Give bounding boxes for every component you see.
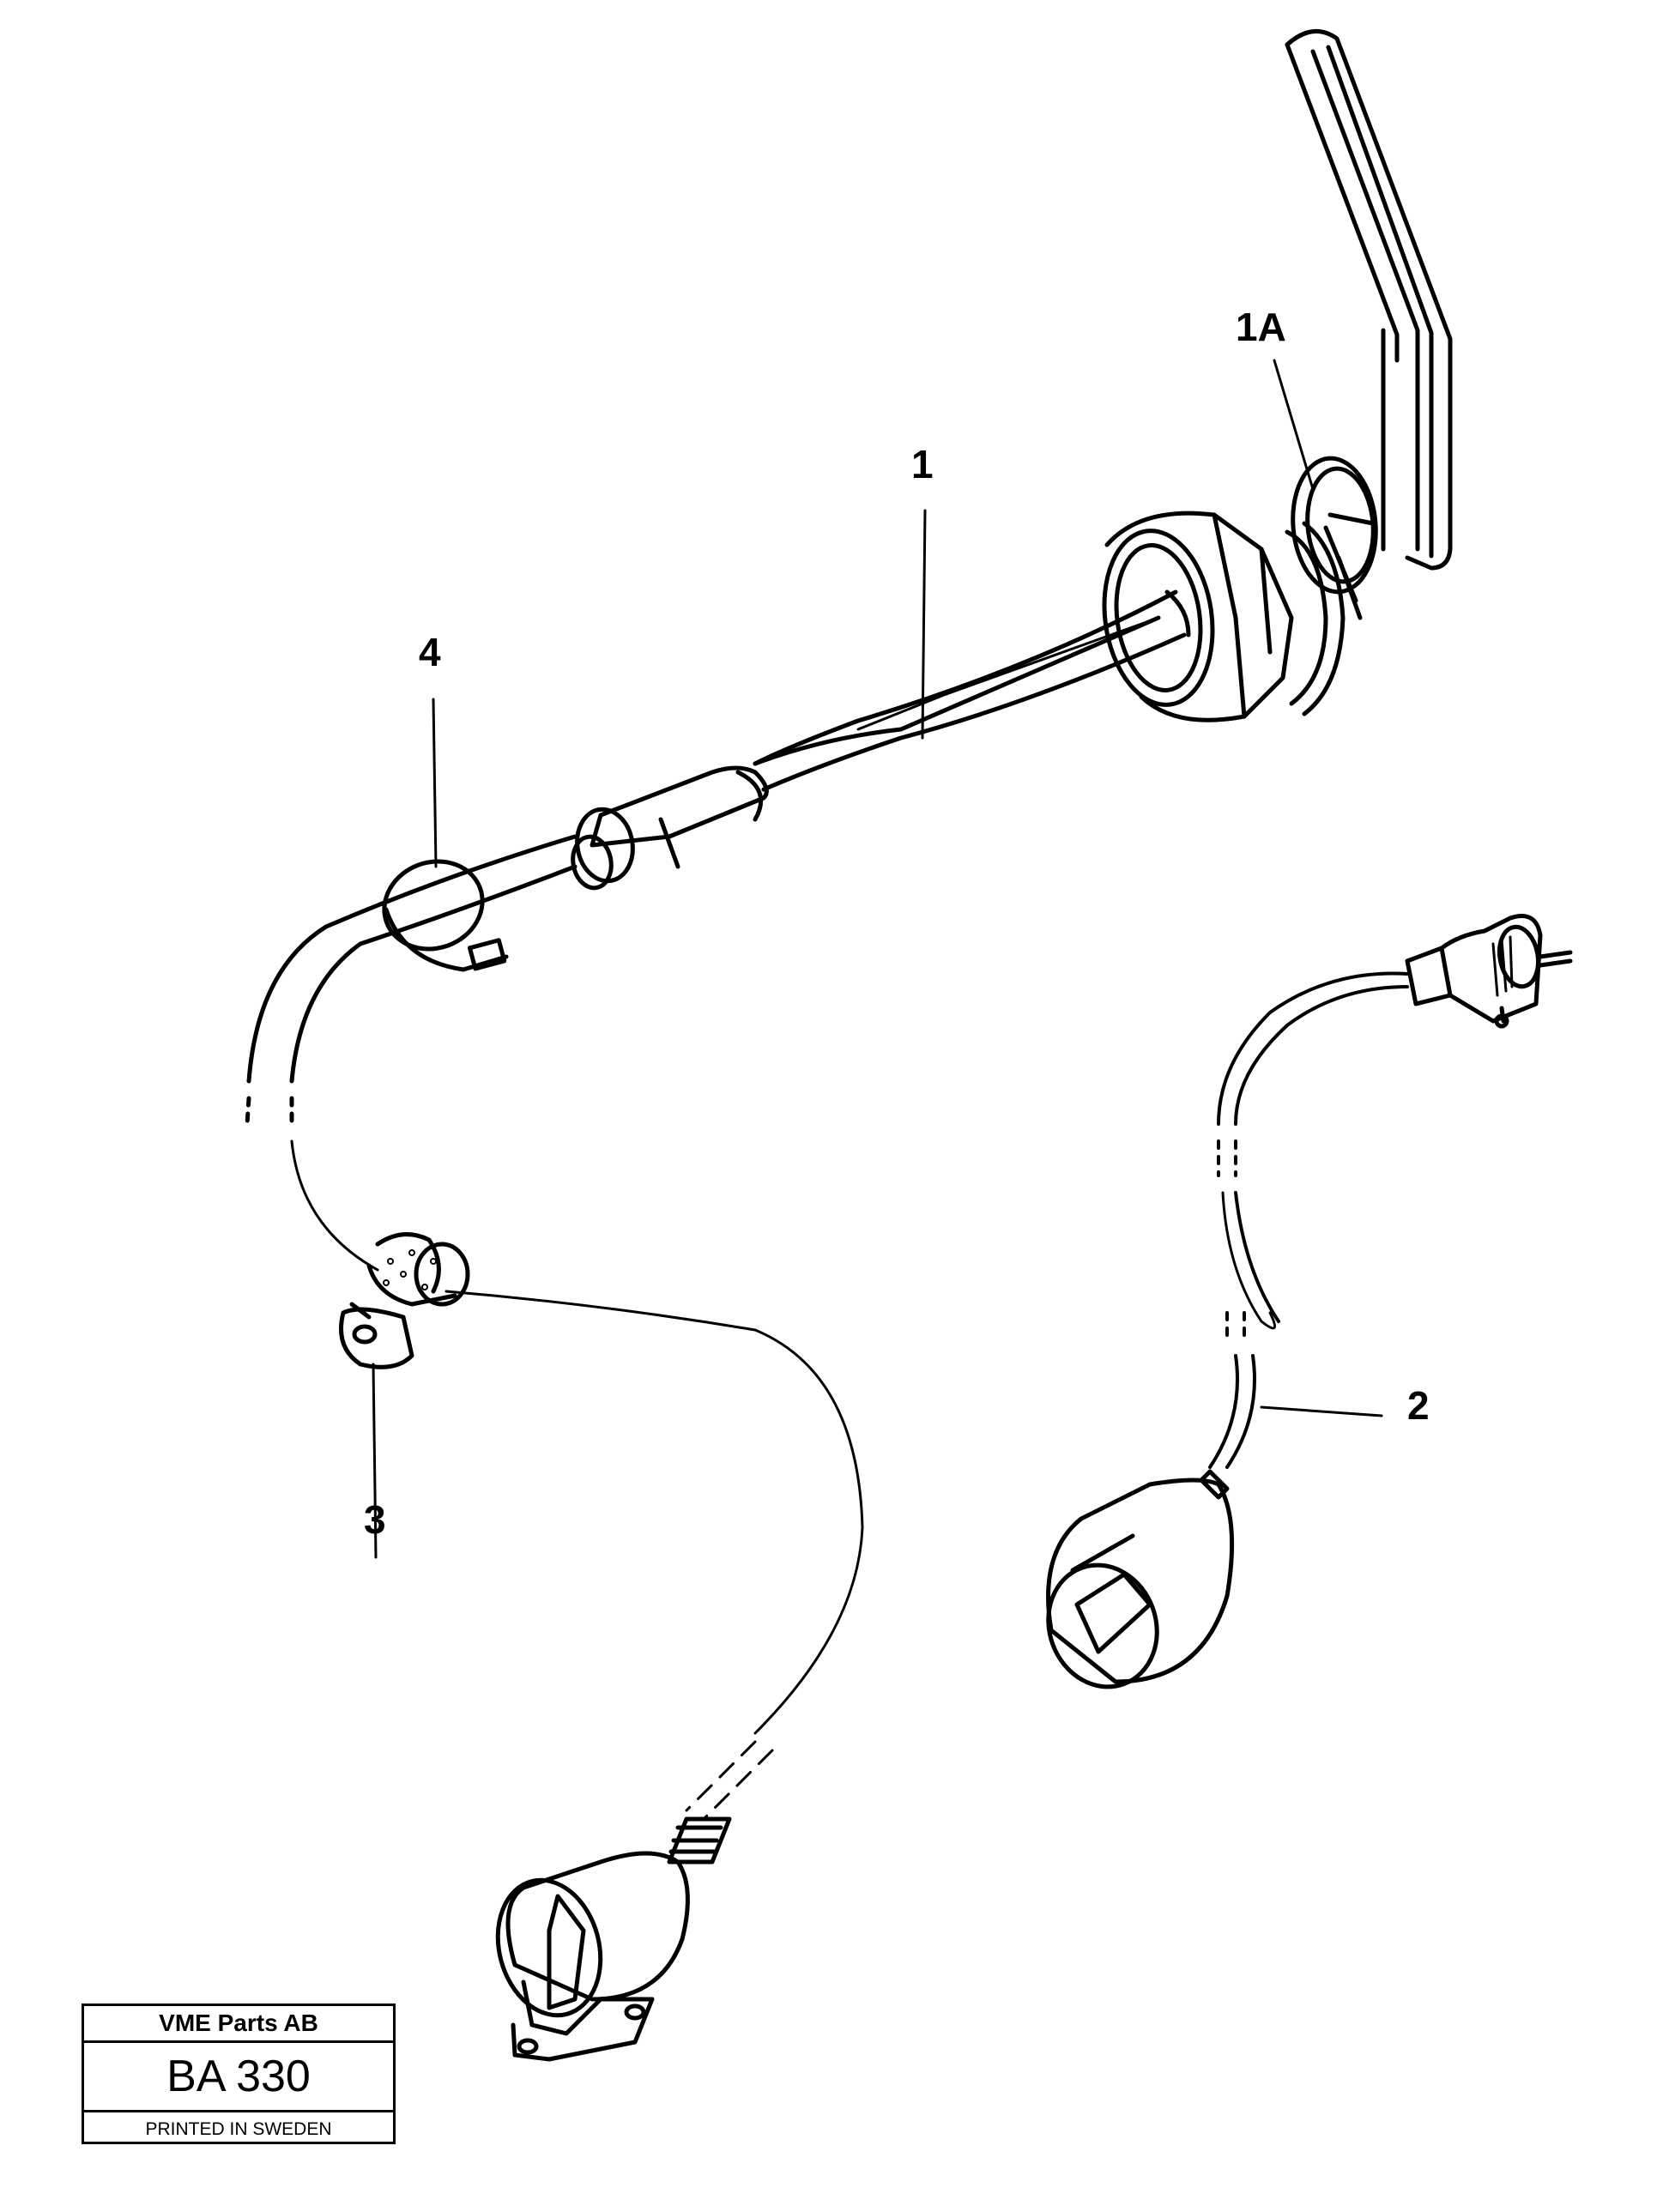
- title-block: VME Parts AB BA 330 PRINTED IN SWEDEN: [82, 2003, 396, 2144]
- cable-clamp: [339, 1232, 470, 1369]
- cable-sleeve: [571, 765, 769, 891]
- wall-plug: [1405, 914, 1573, 1029]
- vehicle-socket: [495, 1816, 732, 2062]
- extension-cable: [1208, 971, 1409, 1469]
- heater-tube: [753, 589, 1191, 792]
- cable-clip-ring: [382, 859, 509, 972]
- callout-1a: 1A: [1236, 305, 1286, 349]
- company-name: VME Parts AB: [84, 2006, 393, 2043]
- printed-note: PRINTED IN SWEDEN: [84, 2110, 393, 2147]
- callout-1: 1: [911, 442, 934, 487]
- leader-lines: [372, 359, 1383, 1559]
- main-cable: [245, 834, 578, 1272]
- callout-3: 3: [364, 1497, 386, 1542]
- heater-handle: [1285, 29, 1453, 571]
- cable-connector: [1046, 1469, 1235, 1689]
- hex-nut-fitting: [1102, 511, 1376, 722]
- drawing-code: BA 330: [166, 2052, 311, 2101]
- socket-cable: [444, 1290, 864, 1821]
- callout-4: 4: [419, 630, 441, 674]
- callout-2: 2: [1407, 1383, 1430, 1428]
